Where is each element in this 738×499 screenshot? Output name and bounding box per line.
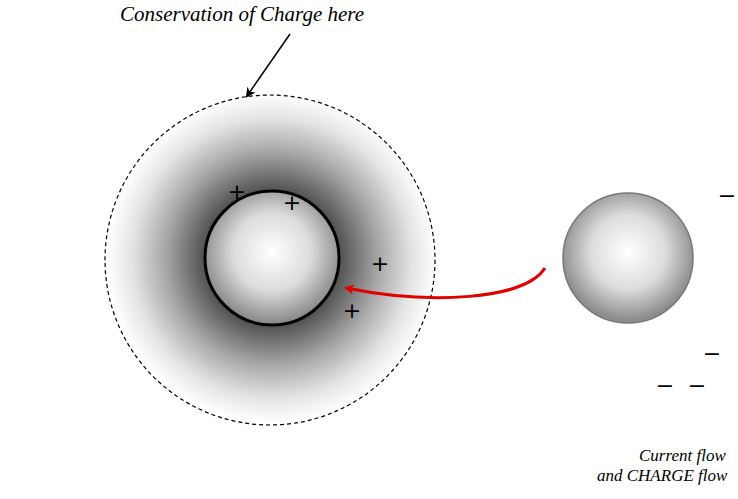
minus-sign: − [718,183,736,209]
plus-sign: + [371,251,389,277]
charge-halo [105,95,435,425]
plus-sign: + [343,298,361,324]
plus-sign: + [283,190,301,216]
region-note: Conservation of Charge here [120,2,364,27]
plus-sign: + [228,179,246,205]
minus-sign: − [688,373,706,399]
minus-sign: − [703,341,721,367]
flow-note: Current flow and CHARGE flow [597,446,732,487]
negative-sphere [563,193,693,323]
minus-sign: − [656,373,674,399]
leader-arrow [247,34,290,96]
positive-sphere [205,191,339,325]
dashed-boundary [105,95,435,425]
